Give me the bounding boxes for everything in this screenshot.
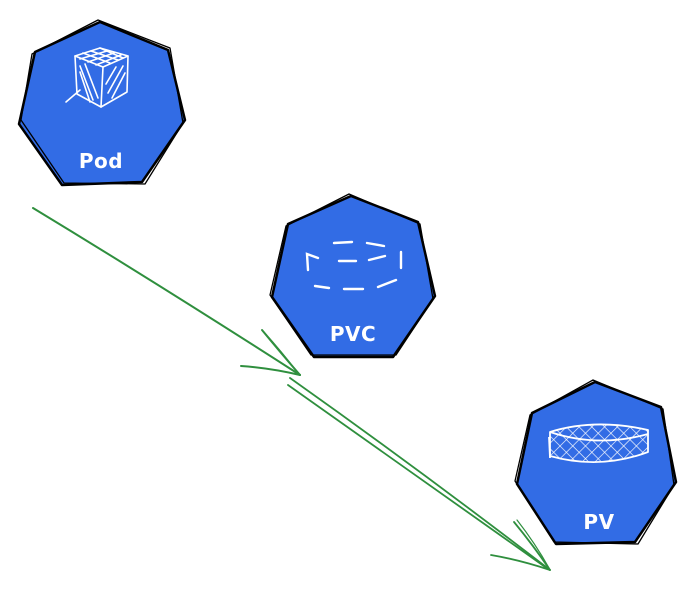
node-pod[interactable]: Pod (17, 19, 187, 187)
heptagon-shape-sketch (20, 19, 184, 185)
node-pv[interactable]: PV (514, 379, 678, 546)
node-pvc[interactable]: PVC (269, 193, 437, 359)
edge-pvc-to-pv[interactable] (287, 377, 551, 571)
edge-line (32, 207, 301, 376)
heptagon-shape-sketch (514, 379, 675, 545)
heptagon-shape (270, 194, 437, 359)
node-label: PV (583, 510, 614, 534)
arrow-head-upper-sketch (516, 519, 550, 569)
arrow-head-upper-sketch (263, 331, 299, 374)
heptagon-shape-sketch (269, 193, 434, 356)
node-label: PVC (330, 322, 376, 346)
edge-pod-to-pvc[interactable] (32, 207, 301, 376)
node-label: Pod (79, 149, 123, 173)
hatched-cylinder-icon (548, 423, 649, 464)
edge-line-sketch (287, 384, 549, 570)
arrow-head-lower (490, 554, 551, 571)
dashed-cylinder-icon (305, 240, 403, 291)
edge-line (289, 377, 551, 571)
cube-icon (65, 47, 129, 108)
arrow-head-lower (240, 365, 301, 376)
